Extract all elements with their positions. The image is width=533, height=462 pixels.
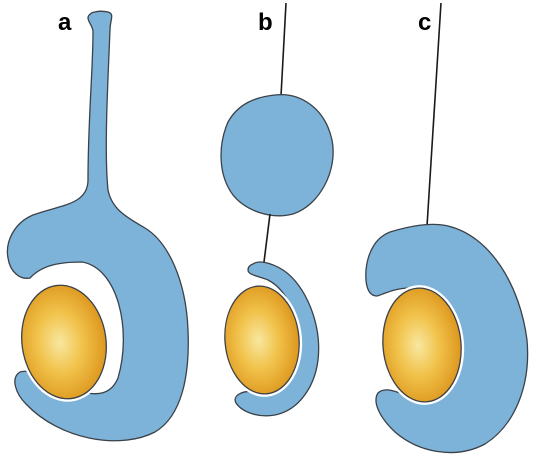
panel-label-a: a xyxy=(58,9,72,36)
panel-b: b xyxy=(217,3,333,416)
panel-label-b: b xyxy=(258,9,273,36)
panel-label-c: c xyxy=(418,9,431,36)
panel-c-wire xyxy=(427,3,441,226)
panel-b-middle-wire xyxy=(264,214,270,262)
panel-c: c xyxy=(366,3,528,453)
panel-a: a xyxy=(7,9,188,441)
panel-b-top-wire xyxy=(281,3,286,96)
panel-b-detached-fragment xyxy=(221,95,333,216)
